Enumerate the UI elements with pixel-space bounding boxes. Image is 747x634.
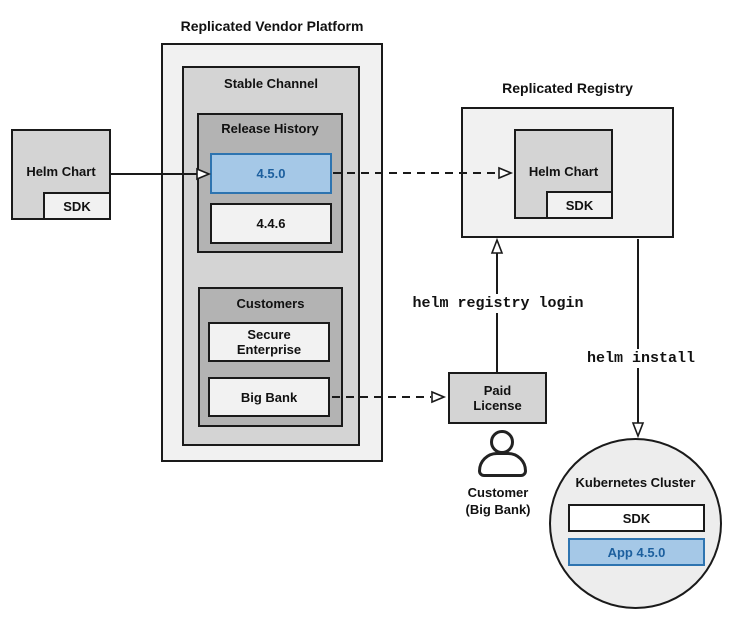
customer-person-icon: [490, 430, 514, 454]
customers-label: Customers: [236, 296, 305, 311]
customer-big-bank-label: Big Bank: [240, 389, 298, 405]
stable-channel-label: Stable Channel: [224, 76, 318, 91]
release-4-4-6-box: 4.4.6: [210, 203, 332, 244]
platform-title: Replicated Vendor Platform: [180, 18, 364, 34]
paid-license-box: Paid License: [448, 372, 547, 424]
cluster-app-box: App 4.5.0: [568, 538, 705, 566]
helm-install-command: helm install: [578, 349, 704, 368]
release-4-5-0-box: 4.5.0: [210, 153, 332, 194]
arrow-registry-to-cluster: [631, 239, 645, 439]
customer-secure-enterprise-label: Secure Enterprise: [236, 327, 302, 357]
customer-caption: Customer (Big Bank): [465, 485, 531, 517]
release-history-label: Release History: [221, 121, 319, 136]
release-4-5-0-label: 4.5.0: [256, 166, 286, 181]
registry-sdk-label: SDK: [565, 197, 594, 213]
cluster-sdk-box: SDK: [568, 504, 705, 532]
customer-person-body-icon: [478, 452, 527, 477]
registry-sdk-box: SDK: [546, 191, 613, 219]
customer-secure-enterprise-box: Secure Enterprise: [208, 322, 330, 362]
helm-registry-login-command: helm registry login: [400, 294, 596, 313]
paid-license-label: Paid License: [473, 383, 522, 413]
cluster-app-label: App 4.5.0: [607, 544, 666, 560]
source-helm-chart-label: Helm Chart: [26, 164, 96, 179]
registry-title: Replicated Registry: [502, 80, 633, 96]
cluster-sdk-label: SDK: [622, 510, 651, 526]
kubernetes-cluster-label: Kubernetes Cluster: [575, 475, 696, 490]
registry-helm-chart-label: Helm Chart: [528, 163, 599, 179]
source-sdk-box: SDK: [43, 192, 111, 220]
customer-big-bank-box: Big Bank: [208, 377, 330, 417]
release-4-4-6-label: 4.4.6: [256, 216, 286, 231]
source-sdk-label: SDK: [63, 198, 91, 214]
